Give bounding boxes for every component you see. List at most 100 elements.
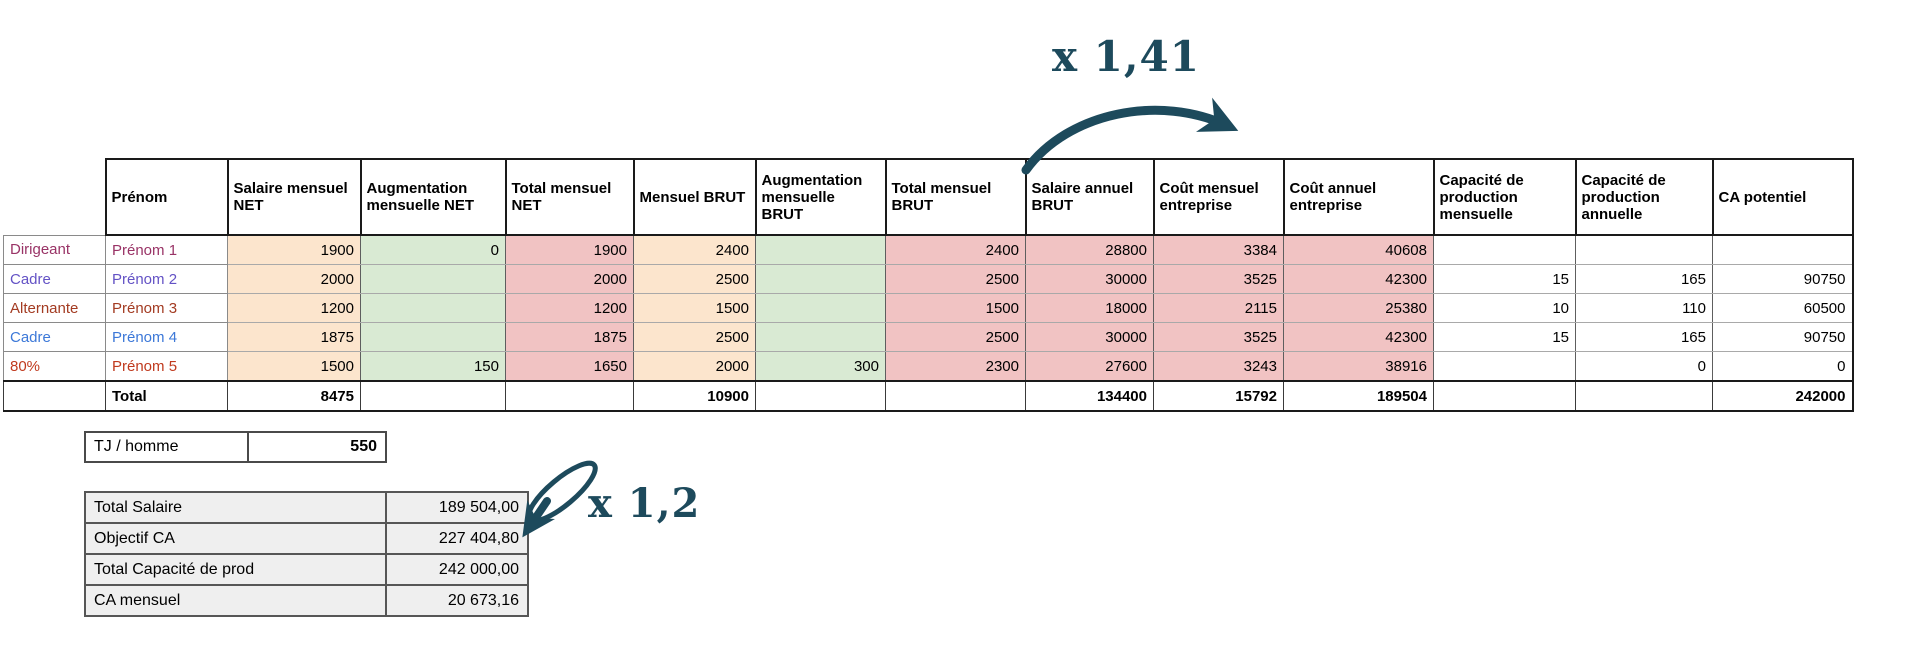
cell-augmentation-brut[interactable] <box>755 264 886 294</box>
col-header-augmentation-net[interactable]: Augmentation mensuelle NET <box>359 158 507 236</box>
col-header-cout-annuel[interactable]: Coût annuel entreprise <box>1282 158 1435 236</box>
total-salaire-annuel-brut[interactable]: 134400 <box>1025 380 1154 412</box>
cell-total-mensuel-net[interactable]: 1200 <box>505 293 634 323</box>
total-mensuel-brut[interactable]: 10900 <box>633 380 756 412</box>
cell-salaire-mensuel-net[interactable]: 1875 <box>227 322 361 352</box>
cell-total-mensuel-net[interactable]: 2000 <box>505 264 634 294</box>
cell-augmentation-brut[interactable]: 300 <box>755 351 886 382</box>
summary-value-total-salaire[interactable]: 189 504,00 <box>385 491 529 524</box>
summary-value-total-capacite[interactable]: 242 000,00 <box>385 553 529 586</box>
employee-role[interactable]: Alternante <box>3 293 106 323</box>
col-header-salaire-mensuel-net[interactable]: Salaire mensuel NET <box>226 158 362 236</box>
cell-salaire-annuel-brut[interactable]: 27600 <box>1025 351 1154 382</box>
cell-cout-annuel[interactable]: 40608 <box>1283 234 1434 265</box>
col-header-prenom[interactable]: Prénom <box>104 158 229 236</box>
cell-total-mensuel-brut[interactable]: 1500 <box>885 293 1026 323</box>
cell-cout-mensuel[interactable]: 3525 <box>1153 264 1284 294</box>
cell-capacite-mensuelle[interactable]: 15 <box>1433 322 1576 352</box>
col-header-salaire-annuel-brut[interactable]: Salaire annuel BRUT <box>1024 158 1155 236</box>
cell-salaire-mensuel-net[interactable]: 1200 <box>227 293 361 323</box>
cell-mensuel-brut[interactable]: 2000 <box>633 351 756 382</box>
employee-name[interactable]: Prénom 1 <box>105 234 228 265</box>
cell-cout-annuel[interactable]: 42300 <box>1283 264 1434 294</box>
col-header-total-mensuel-net[interactable]: Total mensuel NET <box>504 158 635 236</box>
cell-capacite-mensuelle[interactable]: 10 <box>1433 293 1576 323</box>
cell-augmentation-brut[interactable] <box>755 234 886 265</box>
cell-augmentation-net[interactable] <box>360 264 506 294</box>
cell-total-mensuel-brut[interactable]: 2300 <box>885 351 1026 382</box>
cell-augmentation-net[interactable]: 150 <box>360 351 506 382</box>
employee-name[interactable]: Prénom 5 <box>105 351 228 382</box>
cell-capacite-annuelle[interactable]: 110 <box>1575 293 1713 323</box>
cell-capacite-annuelle[interactable] <box>1575 234 1713 265</box>
cell-capacite-mensuelle[interactable] <box>1433 234 1576 265</box>
cell-ca-potentiel[interactable] <box>1712 234 1854 265</box>
summary-value-ca-mensuel[interactable]: 20 673,16 <box>385 584 529 617</box>
col-header-augmentation-brut[interactable]: Augmentation mensuelle BRUT <box>754 158 887 236</box>
total-total-mensuel-brut[interactable] <box>885 380 1026 412</box>
total-capacite-annuelle[interactable] <box>1575 380 1713 412</box>
col-header-mensuel-brut[interactable]: Mensuel BRUT <box>632 158 757 236</box>
total-augmentation-net[interactable] <box>360 380 506 412</box>
cell-cout-mensuel[interactable]: 3384 <box>1153 234 1284 265</box>
cell-augmentation-net[interactable]: 0 <box>360 234 506 265</box>
total-total-mensuel-net[interactable] <box>505 380 634 412</box>
total-capacite-mensuelle[interactable] <box>1433 380 1576 412</box>
summary-label-ca-mensuel[interactable]: CA mensuel <box>84 584 387 617</box>
tj-homme-value[interactable]: 550 <box>247 431 387 463</box>
total-augmentation-brut[interactable] <box>755 380 886 412</box>
col-header-total-mensuel-brut[interactable]: Total mensuel BRUT <box>884 158 1027 236</box>
cell-capacite-mensuelle[interactable] <box>1433 351 1576 382</box>
summary-label-total-salaire[interactable]: Total Salaire <box>84 491 387 524</box>
cell-total-mensuel-brut[interactable]: 2400 <box>885 234 1026 265</box>
total-cout-mensuel[interactable]: 15792 <box>1153 380 1284 412</box>
summary-label-objectif-ca[interactable]: Objectif CA <box>84 522 387 555</box>
col-header-capacite-annuelle[interactable]: Capacité de production annuelle <box>1574 158 1714 236</box>
cell-augmentation-net[interactable] <box>360 293 506 323</box>
cell-salaire-mensuel-net[interactable]: 1900 <box>227 234 361 265</box>
cell-total-mensuel-net[interactable]: 1875 <box>505 322 634 352</box>
cell-mensuel-brut[interactable]: 2500 <box>633 322 756 352</box>
employee-role[interactable]: Cadre <box>3 322 106 352</box>
cell-cout-mensuel[interactable]: 3525 <box>1153 322 1284 352</box>
cell-cout-mensuel[interactable]: 2115 <box>1153 293 1284 323</box>
total-label[interactable]: Total <box>105 380 228 412</box>
cell-augmentation-brut[interactable] <box>755 322 886 352</box>
cell-salaire-annuel-brut[interactable]: 30000 <box>1025 264 1154 294</box>
cell-total-mensuel-brut[interactable]: 2500 <box>885 322 1026 352</box>
cell-mensuel-brut[interactable]: 2500 <box>633 264 756 294</box>
summary-value-objectif-ca[interactable]: 227 404,80 <box>385 522 529 555</box>
cell-capacite-annuelle[interactable]: 165 <box>1575 264 1713 294</box>
cell-ca-potentiel[interactable]: 0 <box>1712 351 1854 382</box>
cell-total-mensuel-net[interactable]: 1650 <box>505 351 634 382</box>
cell-salaire-annuel-brut[interactable]: 28800 <box>1025 234 1154 265</box>
cell-total-mensuel-net[interactable]: 1900 <box>505 234 634 265</box>
cell-augmentation-brut[interactable] <box>755 293 886 323</box>
cell-cout-annuel[interactable]: 38916 <box>1283 351 1434 382</box>
cell-capacite-annuelle[interactable]: 0 <box>1575 351 1713 382</box>
employee-role[interactable]: Dirigeant <box>3 234 106 265</box>
col-header-ca-potentiel[interactable]: CA potentiel <box>1711 158 1854 236</box>
cell-mensuel-brut[interactable]: 2400 <box>633 234 756 265</box>
tj-homme-label[interactable]: TJ / homme <box>84 431 249 463</box>
total-salaire-mensuel-net[interactable]: 8475 <box>227 380 361 412</box>
summary-label-total-capacite[interactable]: Total Capacité de prod <box>84 553 387 586</box>
employee-name[interactable]: Prénom 2 <box>105 264 228 294</box>
cell-augmentation-net[interactable] <box>360 322 506 352</box>
cell-salaire-mensuel-net[interactable]: 2000 <box>227 264 361 294</box>
total-ca-potentiel[interactable]: 242000 <box>1712 380 1854 412</box>
cell-ca-potentiel[interactable]: 90750 <box>1712 322 1854 352</box>
cell-ca-potentiel[interactable]: 60500 <box>1712 293 1854 323</box>
total-cout-annuel[interactable]: 189504 <box>1283 380 1434 412</box>
cell-cout-annuel[interactable]: 42300 <box>1283 322 1434 352</box>
cell-salaire-annuel-brut[interactable]: 30000 <box>1025 322 1154 352</box>
employee-role[interactable]: Cadre <box>3 264 106 294</box>
employee-role[interactable]: 80% <box>3 351 106 382</box>
cell-ca-potentiel[interactable]: 90750 <box>1712 264 1854 294</box>
cell-capacite-annuelle[interactable]: 165 <box>1575 322 1713 352</box>
cell-mensuel-brut[interactable]: 1500 <box>633 293 756 323</box>
cell-cout-annuel[interactable]: 25380 <box>1283 293 1434 323</box>
col-header-cout-mensuel[interactable]: Coût mensuel entreprise <box>1152 158 1285 236</box>
cell-salaire-annuel-brut[interactable]: 18000 <box>1025 293 1154 323</box>
cell-salaire-mensuel-net[interactable]: 1500 <box>227 351 361 382</box>
